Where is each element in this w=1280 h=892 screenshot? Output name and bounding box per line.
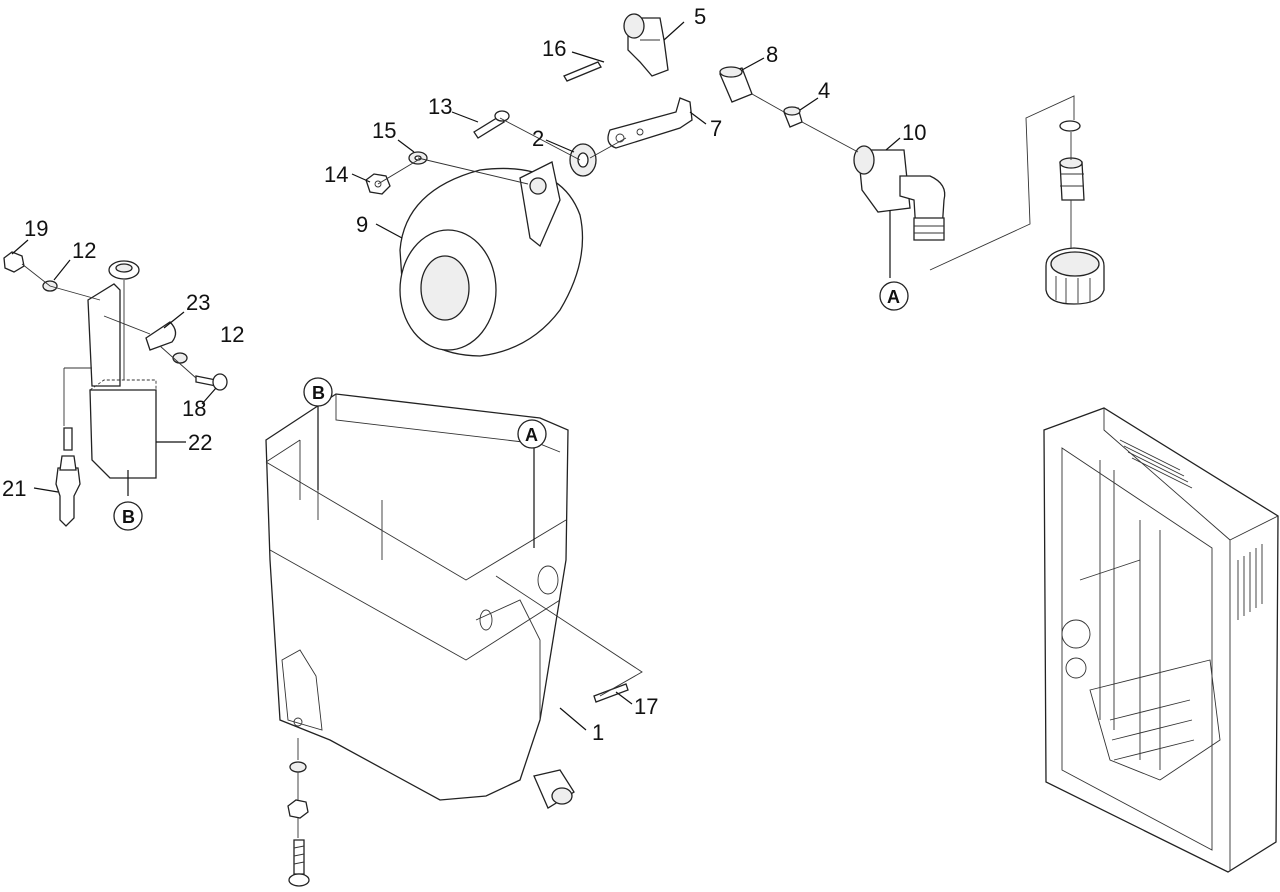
lever-arm-part-7: [607, 97, 693, 149]
label-1: 1: [592, 720, 604, 745]
label-8: 8: [766, 42, 778, 67]
washer-part-12b: [172, 352, 188, 364]
pin-part-17: [593, 683, 629, 703]
ref-marker-b-tank: B: [303, 377, 333, 407]
ref-b-tank-text: B: [312, 383, 325, 403]
label-9: 9: [356, 212, 368, 237]
float-part-9: [399, 161, 584, 357]
label-15: 15: [372, 118, 396, 143]
label-5: 5: [694, 4, 706, 29]
tank-part-1: [265, 393, 575, 809]
union-nut: [1045, 247, 1105, 305]
hose-connector: [1059, 157, 1085, 201]
valve-holder-part-5: [623, 13, 669, 77]
tank-fastener-washer: [289, 761, 307, 773]
valve-body-part-10: [853, 145, 946, 241]
grommet: [108, 260, 140, 280]
label-22: 22: [188, 430, 212, 455]
appliance-housing: [1043, 407, 1279, 873]
label-21: 21: [2, 476, 26, 501]
ref-a-valve-text: A: [887, 287, 900, 307]
leader-lines: [11, 21, 1075, 838]
tank-fastener-nut: [287, 799, 309, 819]
ref-a-tank-text: A: [525, 425, 538, 445]
part-labels: 1 2 4 5 7 8 9 10 12 12 13 14 15 16 17 18…: [2, 4, 926, 745]
ref-b-sensor-text: B: [122, 507, 135, 527]
washer-part-2: [569, 143, 597, 177]
o-ring: [1059, 120, 1081, 132]
tank-fastener-screw: [288, 839, 310, 887]
label-14: 14: [324, 162, 348, 187]
label-12b: 12: [220, 322, 244, 347]
label-10: 10: [902, 120, 926, 145]
seal-part-4: [783, 106, 803, 128]
bushing-part-8: [719, 66, 753, 103]
label-7: 7: [710, 116, 722, 141]
label-19: 19: [24, 216, 48, 241]
ref-marker-b-sensor: B: [113, 501, 143, 531]
label-17: 17: [634, 694, 658, 719]
housing-part-22: [89, 379, 157, 479]
label-13: 13: [428, 94, 452, 119]
label-23: 23: [186, 290, 210, 315]
nut-part-19: [3, 251, 25, 273]
label-2: 2: [532, 126, 544, 151]
label-18: 18: [182, 396, 206, 421]
label-4: 4: [818, 78, 830, 103]
ref-marker-a-tank: A: [517, 419, 547, 449]
bracket: [87, 283, 121, 387]
screw-part-18: [195, 373, 228, 391]
screw-part-13: [473, 110, 510, 139]
ref-marker-a-valve: A: [879, 281, 909, 311]
pin-part-16: [563, 61, 602, 82]
label-16: 16: [542, 36, 566, 61]
clip-part-23: [145, 321, 177, 351]
electrode-part-21: [55, 427, 81, 527]
label-12a: 12: [72, 238, 96, 263]
